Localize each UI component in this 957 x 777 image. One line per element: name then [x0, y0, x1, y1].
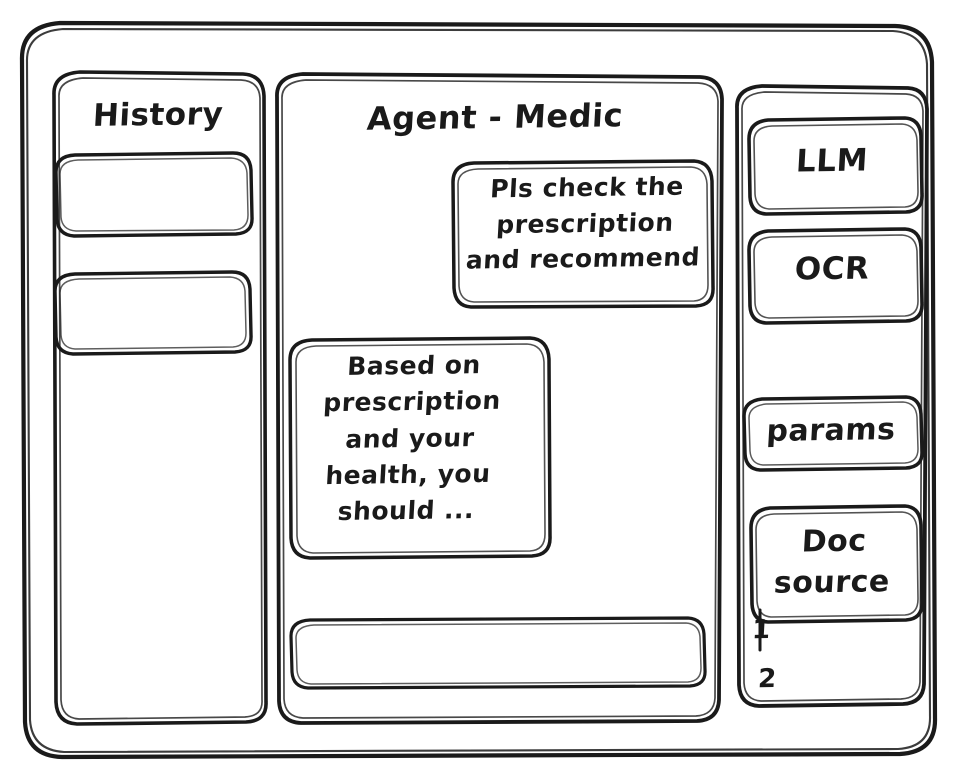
- history-panel-title: History: [91, 96, 225, 134]
- app-window-frame: [19, 20, 938, 760]
- doc-source-outline: [749, 504, 924, 624]
- tool-llm-outline: [747, 116, 924, 216]
- composer-input-outline: [289, 616, 707, 690]
- tool-params-outline: [742, 395, 924, 472]
- doc-source-button[interactable]: [751, 506, 922, 622]
- user-message-bubble-outline: [451, 159, 715, 309]
- history-item-1-outline: [54, 151, 254, 238]
- history-panel-outline: [52, 70, 268, 726]
- history-item-1[interactable]: [56, 153, 252, 236]
- history-item-2[interactable]: [55, 272, 251, 354]
- assistant-message-bubble-outline: [288, 336, 552, 560]
- tool-llm-button[interactable]: [749, 118, 922, 214]
- agent-panel-outline: [275, 72, 724, 725]
- tool-ocr-outline: [747, 227, 924, 325]
- agent-panel-title: Agent - Medic: [365, 96, 625, 138]
- tool-ocr-button[interactable]: [749, 229, 922, 323]
- assistant-message-bubble: [290, 338, 550, 558]
- doc-source-item-2-marker[interactable]: 2: [757, 663, 778, 695]
- user-message-bubble: [453, 161, 713, 307]
- tools-panel-outline: [735, 84, 929, 708]
- history-item-2-outline: [53, 270, 253, 356]
- composer-input[interactable]: [291, 618, 705, 688]
- tool-params-button[interactable]: [744, 397, 922, 470]
